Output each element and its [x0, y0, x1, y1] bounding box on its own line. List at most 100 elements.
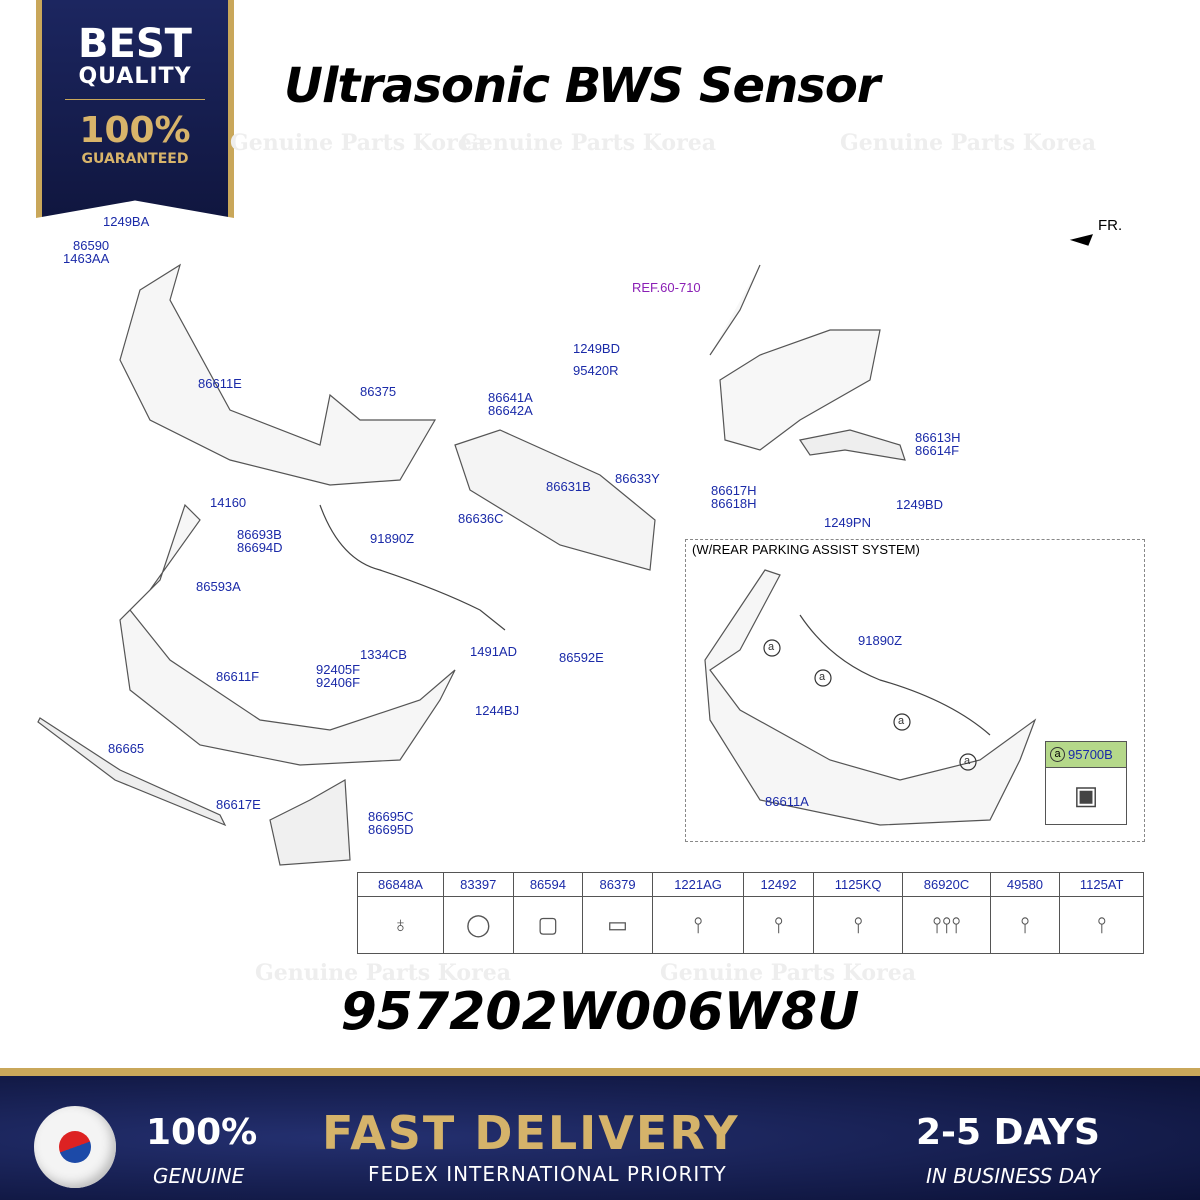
screw-icon: ⫯ [651, 896, 745, 954]
part-label: 86593A [196, 579, 241, 594]
grommet-icon: ◯ [442, 896, 514, 954]
callout-a: a [1050, 747, 1065, 762]
part-cell: 1125AT [1059, 872, 1144, 897]
part-label: 1249PN [824, 515, 871, 530]
bolt-icon: ⫯ [1059, 896, 1144, 954]
part-cell: 86594 [512, 872, 584, 897]
part-cell: 12492 [743, 872, 814, 897]
callout-a: a [964, 755, 971, 767]
bolt-icon: ⫯ [989, 896, 1061, 954]
badge-line2: QUALITY [78, 64, 192, 89]
option-label: (W/REAR PARKING ASSIST SYSTEM) [692, 542, 920, 557]
part-label: 86633Y [615, 471, 660, 486]
best-quality-badge: BEST QUALITY 100% GUARANTEED [36, 0, 234, 218]
part-label: 86617H [711, 483, 757, 498]
watermark: Genuine Parts Korea [660, 960, 916, 986]
bumper-beam [454, 429, 656, 571]
mud-guard [269, 779, 351, 866]
screw-icon: ⫯ [743, 896, 814, 954]
badge-line1: BEST [78, 21, 192, 67]
part-label: 86695D [368, 822, 414, 837]
part-label: 86693B [237, 527, 282, 542]
garnish-strip [37, 717, 227, 827]
part-label: 86631B [546, 479, 591, 494]
callout-a: a [768, 641, 775, 653]
part-label: 86636C [458, 511, 504, 526]
part-label: 1463AA [63, 251, 110, 266]
part-number: 957202W006W8U [340, 982, 860, 1042]
korea-flag-icon [34, 1106, 116, 1188]
bumper-cover-upper [119, 263, 437, 486]
watermark: Genuine Parts Korea [230, 130, 486, 156]
part-label: 1244BJ [475, 703, 520, 718]
part-label: 92406F [316, 675, 361, 690]
sensor-icon: ▣ [1073, 780, 1099, 810]
part-label: 1334CB [360, 647, 407, 662]
clip-icon: ♁ [357, 896, 444, 954]
part-label: 86592E [559, 650, 604, 665]
watermark: Genuine Parts Korea [460, 130, 716, 156]
parts-diagram [37, 234, 1093, 866]
wiring-harness-option [799, 614, 991, 736]
part-cell: 1125KQ [812, 872, 904, 897]
delivery-days: 2-5 DAYS [916, 1112, 1100, 1153]
badge-line4: GUARANTEED [81, 151, 189, 167]
part-label: 92405F [316, 662, 361, 677]
genuine-label: GENUINE [153, 1164, 245, 1188]
part-label: 86611E [198, 376, 242, 391]
part-cell: 1221AG [651, 872, 745, 897]
part-cell: 49580 [989, 872, 1061, 897]
part-label: 86617E [216, 797, 261, 812]
part-cell: 86379 [582, 872, 653, 897]
badge-line3: 100% [79, 110, 191, 151]
screws-icon: ⫯⫯⫯ [902, 896, 991, 954]
part-cell: 86848A [357, 872, 444, 897]
genuine-percent: 100% [146, 1112, 258, 1153]
carrier-label: FEDEX INTERNATIONAL PRIORITY [368, 1162, 727, 1186]
product-title: Ultrasonic BWS Sensor [284, 58, 880, 114]
callout-a: a [819, 671, 826, 683]
sensor-box: a 95700B ▣ [1045, 741, 1127, 825]
part-label: 95420R [573, 363, 619, 378]
part-label: 86590 [73, 238, 110, 253]
part-label: 1249BD [896, 497, 943, 512]
fasteners-table: 86848A 83397 86594 86379 1221AG 12492 11… [357, 872, 1144, 954]
front-direction-label: FR. [1098, 217, 1123, 234]
part-label: 86694D [237, 540, 283, 555]
option-box [685, 539, 1145, 842]
body-panel [709, 264, 881, 451]
delivery-days-sub: IN BUSINESS DAY [926, 1164, 1101, 1188]
part-label: 91890Z [370, 531, 415, 546]
bracket [799, 429, 906, 461]
part-label: 14160 [210, 495, 247, 510]
part-label: 86611A [765, 794, 809, 809]
bumper-cover-option [704, 569, 1037, 826]
bumper-cover-lower [119, 503, 456, 766]
bolt-icon: ⫯ [812, 896, 904, 954]
pad-icon: ▭ [582, 896, 653, 954]
part-label: 86611F [216, 669, 260, 684]
watermark: Genuine Parts Korea [840, 130, 1096, 156]
part-label: 86613H [915, 430, 961, 445]
fr-arrow [1069, 234, 1093, 246]
part-label: 86618H [711, 496, 757, 511]
reference-label: REF.60-710 [632, 280, 701, 295]
part-label: 1249BA [103, 214, 150, 229]
nut-icon: ▢ [512, 896, 584, 954]
part-cell: 86920C [902, 872, 991, 897]
delivery-banner: 100% GENUINE FAST DELIVERY FEDEX INTERNA… [0, 1068, 1200, 1200]
part-label: 91890Z [858, 633, 903, 648]
part-label: 86375 [360, 384, 397, 399]
part-label: 86614F [915, 443, 960, 458]
callout-a: a [898, 715, 905, 727]
part-label: 86665 [108, 741, 145, 756]
part-label: 86642A [488, 403, 533, 418]
part-label: 86695C [368, 809, 414, 824]
fast-delivery-heading: FAST DELIVERY [322, 1106, 740, 1160]
part-label: 86641A [488, 390, 533, 405]
part-cell: 83397 [442, 872, 514, 897]
part-label: 1491AD [470, 644, 517, 659]
watermark: Genuine Parts Korea [255, 960, 511, 986]
part-label: 1249BD [573, 341, 620, 356]
wiring-harness [319, 504, 506, 631]
